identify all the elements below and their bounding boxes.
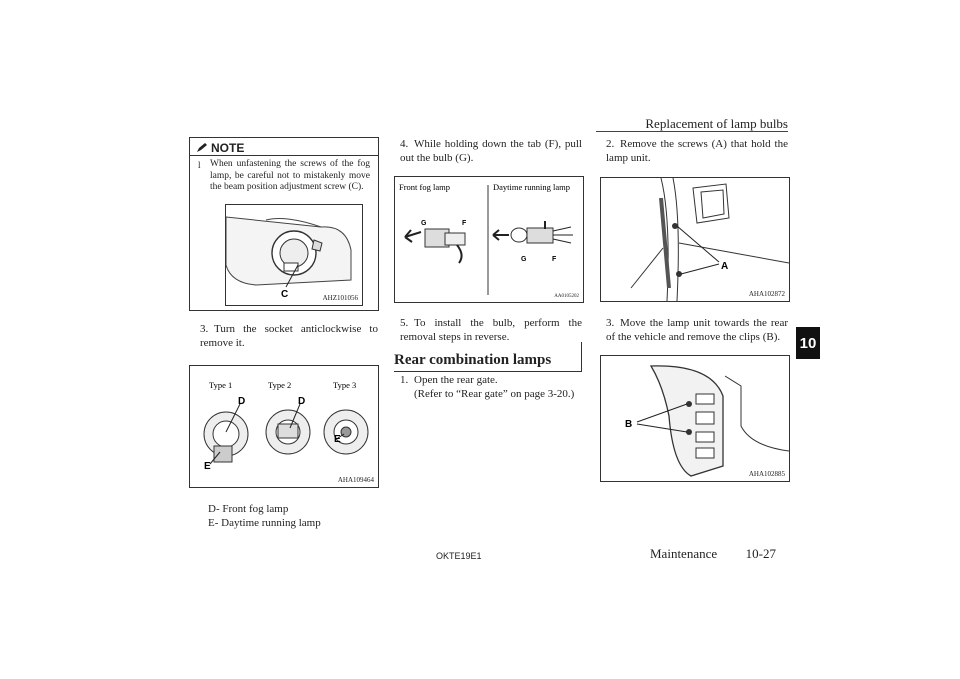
section-rule bbox=[394, 371, 582, 372]
page-number: 10-27 bbox=[745, 546, 776, 561]
footer-code: OKTE19E1 bbox=[436, 551, 482, 561]
note-text: When unfastening the screws of the fog l… bbox=[210, 159, 370, 192]
callout-f-left: F bbox=[462, 220, 467, 227]
bulb-removal-figure: Front fog lamp Daytime running lamp G F … bbox=[394, 176, 584, 303]
rear-lamp-clips-figure: B AHA102885 bbox=[600, 355, 790, 482]
fog-lamp-figure: C AHZ101056 bbox=[225, 204, 363, 306]
footer-section: Maintenance bbox=[650, 546, 718, 561]
step-5-install: 5.To install the bulb, perform the remov… bbox=[400, 317, 582, 343]
legend-d: D- Front fog lamp bbox=[208, 503, 289, 515]
figure-code: AHA109464 bbox=[337, 476, 374, 484]
step-1-open-gate: 1.Open the rear gate. (Refer to “Rear ga… bbox=[400, 374, 582, 401]
chapter-tab: 10 bbox=[796, 327, 820, 359]
note-divider bbox=[190, 155, 378, 156]
type-3-label: Type 3 bbox=[333, 380, 356, 390]
figure-code: AHA102872 bbox=[748, 290, 785, 298]
daytime-running-lamp-label: Daytime running lamp bbox=[493, 182, 570, 192]
rear-lamp-screws-figure: A AHA102872 bbox=[600, 177, 790, 302]
callout-d-2: D bbox=[298, 396, 305, 407]
callout-d-1: D bbox=[238, 396, 245, 407]
callout-b: B bbox=[625, 419, 632, 430]
figure-code: AHA102885 bbox=[748, 470, 785, 478]
callout-e-3: E bbox=[334, 434, 341, 445]
section-heading: Rear combination lamps bbox=[394, 352, 552, 368]
callout-c: C bbox=[281, 289, 288, 300]
callout-e-1: E bbox=[204, 461, 211, 472]
figure-code: AHZ101056 bbox=[322, 294, 358, 302]
legend-e: E- Daytime running lamp bbox=[208, 517, 321, 529]
step-3-turn-socket: 3.Turn the socket anticlockwise to remov… bbox=[200, 323, 378, 349]
type-1-label: Type 1 bbox=[209, 380, 232, 390]
page-reference: (Refer to “Rear gate” on page 3-20.) bbox=[414, 387, 575, 400]
running-header: Replacement of lamp bulbs bbox=[645, 116, 788, 131]
callout-g-left: G bbox=[421, 220, 427, 227]
step-3-remove-clips: 3.Move the lamp unit towards the rear of… bbox=[606, 317, 788, 343]
note-badge: NOTE bbox=[196, 141, 244, 155]
note-label: NOTE bbox=[211, 141, 245, 155]
callout-f-right: F bbox=[552, 256, 557, 263]
callout-g-right: G bbox=[521, 256, 527, 263]
header-rule bbox=[596, 131, 788, 132]
socket-types-figure: Type 1 Type 2 Type 3 D E D E AHA109464 bbox=[189, 365, 379, 488]
step-2-remove-screws: 2.Remove the screws (A) that hold the la… bbox=[606, 138, 788, 164]
type-2-label: Type 2 bbox=[268, 380, 291, 390]
pencil-icon bbox=[197, 143, 207, 152]
note-bullet: l bbox=[198, 160, 201, 170]
note-box: NOTE l When unfastening the screws of th… bbox=[189, 137, 379, 311]
legend: D- Front fog lamp E- Daytime running lam… bbox=[208, 502, 321, 530]
callout-a: A bbox=[721, 261, 728, 272]
footer-page: Maintenance 10-27 bbox=[650, 546, 776, 562]
figure-code: AA0105202 bbox=[554, 294, 579, 299]
front-fog-lamp-label: Front fog lamp bbox=[399, 182, 450, 192]
section-rule-vertical bbox=[581, 342, 582, 372]
step-4-pull-bulb: 4.While holding down the tab (F), pull o… bbox=[400, 138, 582, 164]
